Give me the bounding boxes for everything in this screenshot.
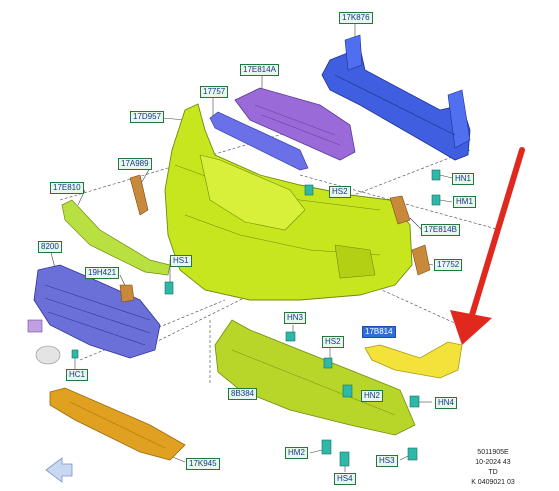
upper-strip (209, 111, 309, 171)
label-17b814[interactable]: 17B814 (362, 326, 396, 338)
reinforcement-beam (321, 34, 471, 161)
label-hs2-top[interactable]: HS2 (329, 186, 351, 198)
label-17d957[interactable]: 17D957 (130, 111, 165, 123)
label-hn1[interactable]: HN1 (452, 173, 475, 185)
fasteners (71, 169, 441, 467)
label-hm2[interactable]: HM2 (285, 447, 308, 459)
label-17e810[interactable]: 17E810 (50, 182, 84, 194)
label-hm1[interactable]: HM1 (453, 196, 476, 208)
radiator-grille (33, 264, 161, 359)
label-hs1[interactable]: HS1 (170, 255, 192, 267)
drawing-date: 10-2024 43 (475, 459, 511, 466)
drawing-code: TD (488, 469, 498, 476)
label-17k876[interactable]: 17K876 (339, 12, 373, 24)
label-17e814b[interactable]: 17E814B (421, 224, 460, 236)
skid-plate (49, 387, 186, 461)
label-17e814a[interactable]: 17E814A (240, 64, 279, 76)
label-hs4[interactable]: HS4 (334, 473, 356, 485)
label-17k945[interactable]: 17K945 (186, 458, 220, 470)
label-19h421[interactable]: 19H421 (85, 267, 120, 279)
bumper-cover (164, 103, 413, 301)
label-hn2[interactable]: HN2 (361, 390, 384, 402)
label-hs3[interactable]: HS3 (376, 455, 398, 467)
lower-trim-strip (61, 199, 171, 276)
energy-absorber (234, 87, 356, 161)
label-17757[interactable]: 17757 (200, 86, 229, 98)
label-hn3[interactable]: HN3 (284, 312, 307, 324)
side-brackets (119, 174, 431, 303)
highlighted-bracket-part (364, 341, 463, 379)
drawing-info-block: 5011905E 10-2024 43 TD K 0409021 03 (438, 448, 548, 488)
emblem-part (27, 319, 61, 365)
label-17752[interactable]: 17752 (434, 259, 463, 271)
navigation-arrow-icon (45, 457, 73, 483)
label-8200[interactable]: 8200 (38, 241, 62, 253)
label-8b384[interactable]: 8B384 (228, 388, 258, 400)
callout-arrow (450, 147, 525, 345)
label-hn4[interactable]: HN4 (435, 397, 458, 409)
label-hc1[interactable]: HC1 (66, 369, 89, 381)
drawing-reference: K 0409021 03 (471, 479, 515, 486)
label-17a989[interactable]: 17A989 (118, 158, 152, 170)
drawing-number: 5011905E (477, 449, 509, 456)
label-hs2-bottom[interactable]: HS2 (322, 336, 344, 348)
